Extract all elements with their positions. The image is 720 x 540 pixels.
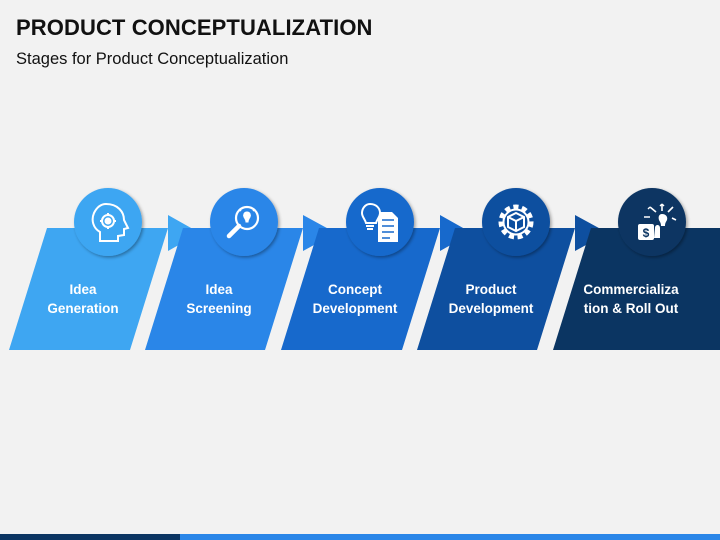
stage-2-label: Idea Screening [161, 280, 277, 318]
stage-3-label: Concept Development [297, 280, 413, 318]
svg-text:$: $ [643, 226, 650, 240]
stage-2-icon-circle [210, 188, 278, 256]
stage-5-label-line-2: tion & Roll Out [583, 301, 679, 316]
stage-5-icon-circle [618, 188, 686, 256]
bulb-document-icon [360, 202, 398, 242]
stage-2 [145, 188, 336, 350]
stage-3-shape [281, 215, 472, 350]
page-subtitle: Stages for Product Conceptualization [16, 50, 289, 68]
stage-1-label: Idea Generation [25, 280, 141, 318]
bottom-accent-bar [0, 534, 720, 540]
stage-3-label-line-2: Development [312, 301, 398, 316]
stage-3 [281, 188, 472, 350]
stage-4 [417, 188, 608, 350]
stage-5-label-line-1: Commercializa [583, 282, 679, 297]
bottom-bar-segment-2 [180, 534, 720, 540]
magnifier-bulb-icon [226, 205, 260, 239]
stage-3-label-line-1: Concept [328, 282, 382, 297]
stage-2-label-line-2: Screening [186, 301, 252, 316]
head-gear-icon [91, 202, 130, 242]
stage-1 [9, 188, 200, 350]
stage-5-shape [553, 228, 720, 350]
stage-4-shape [417, 215, 608, 350]
gear-box-icon [498, 204, 534, 240]
stage-2-shape [145, 215, 336, 350]
stage-4-label: Product Development [433, 280, 549, 318]
stage-5: $ [553, 188, 720, 350]
stage-1-label-line-2: Generation [47, 301, 119, 316]
stage-4-label-line-2: Development [448, 301, 534, 316]
stage-1-label-line-1: Idea [69, 282, 97, 297]
money-bag-bulb-icon: $ [638, 203, 677, 240]
page-title: PRODUCT CONCEPTUALIZATION [16, 15, 373, 40]
stage-5-label: Commercializa tion & Roll Out [571, 280, 691, 318]
stage-4-label-line-1: Product [465, 282, 517, 297]
stage-2-label-line-1: Idea [205, 282, 233, 297]
bottom-bar-segment-1 [0, 534, 180, 540]
stage-1-shape [9, 215, 200, 350]
